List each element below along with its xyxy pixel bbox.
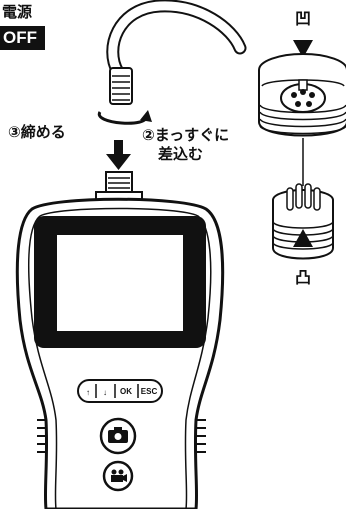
step-insert-label-line1: ②まっすぐに <box>142 126 230 144</box>
power-label: 電源 <box>2 3 33 21</box>
video-button[interactable] <box>102 460 134 492</box>
plug-detail <box>272 183 334 260</box>
video-icon <box>111 469 127 482</box>
cable <box>106 0 247 105</box>
inspection-camera-device <box>15 171 225 509</box>
camera-button[interactable] <box>99 417 137 455</box>
lcd-screen <box>55 233 185 333</box>
up-button[interactable]: ↑ <box>86 388 90 397</box>
esc-button[interactable]: ESC <box>141 387 158 396</box>
down-button[interactable]: ↓ <box>103 388 107 397</box>
plug-mark-label: 凸 <box>295 268 311 287</box>
rotate-arrow-icon <box>97 110 152 125</box>
button-panel <box>77 379 163 403</box>
socket-mark-label: 凹 <box>295 9 311 28</box>
down-triangle-icon <box>293 40 313 58</box>
camera-icon <box>108 427 128 443</box>
power-state-badge: OFF <box>0 26 45 50</box>
ok-button[interactable]: OK <box>120 387 132 396</box>
up-triangle-icon <box>293 229 313 247</box>
down-arrow-icon <box>106 140 131 170</box>
step-insert-label-line2: 差込む <box>158 145 204 163</box>
socket-detail <box>258 40 346 137</box>
step-tighten-label: ③締める <box>8 123 66 141</box>
